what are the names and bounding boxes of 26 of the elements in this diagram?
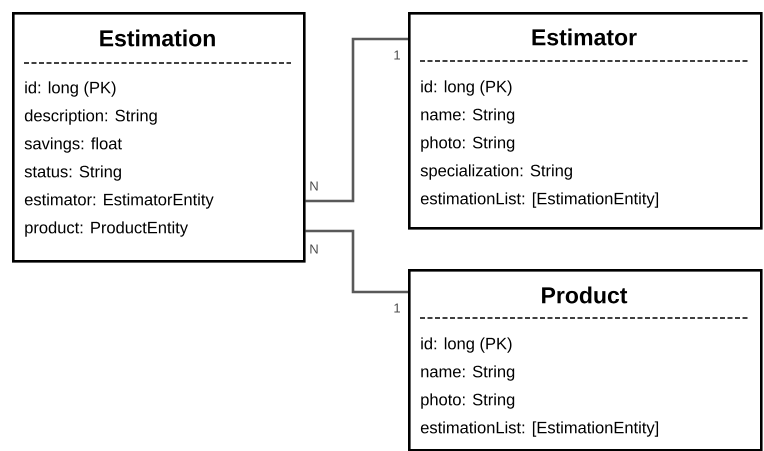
entity-box <box>408 269 763 451</box>
multiplicity-label: N <box>310 182 318 190</box>
attribute-text: id: long (PK) <box>25 81 116 97</box>
attribute-text: product: ProductEntity <box>25 221 188 237</box>
connector-line <box>306 230 408 294</box>
attribute-text: id: long (PK) <box>421 337 512 353</box>
attribute-text: status: String <box>24 165 121 181</box>
attribute-text: specialization: String <box>420 164 572 180</box>
multiplicity-label: 1 <box>394 50 400 60</box>
attribute-text: photo: String <box>421 136 514 152</box>
attribute-text: savings: float <box>24 137 122 153</box>
connector-line <box>306 38 408 202</box>
multiplicity-label: 1 <box>394 304 400 312</box>
attribute-text: estimationList: [EstimationEntity] <box>420 192 658 208</box>
entity-box <box>12 12 306 263</box>
attribute-text: description: String <box>24 109 157 125</box>
attribute-text: estimationList: [EstimationEntity] <box>420 421 658 437</box>
attribute-text: photo: String <box>421 393 514 409</box>
entity-box <box>408 12 763 230</box>
attribute-text: name: String <box>421 108 514 124</box>
attribute-text: id: long (PK) <box>421 80 512 96</box>
attribute-text: name: String <box>421 365 514 381</box>
entity-title: Product <box>542 286 628 304</box>
entity-title: Estimator <box>532 28 637 46</box>
entity-title: Estimation <box>100 30 215 46</box>
attribute-text: estimator: EstimatorEntity <box>24 193 214 209</box>
